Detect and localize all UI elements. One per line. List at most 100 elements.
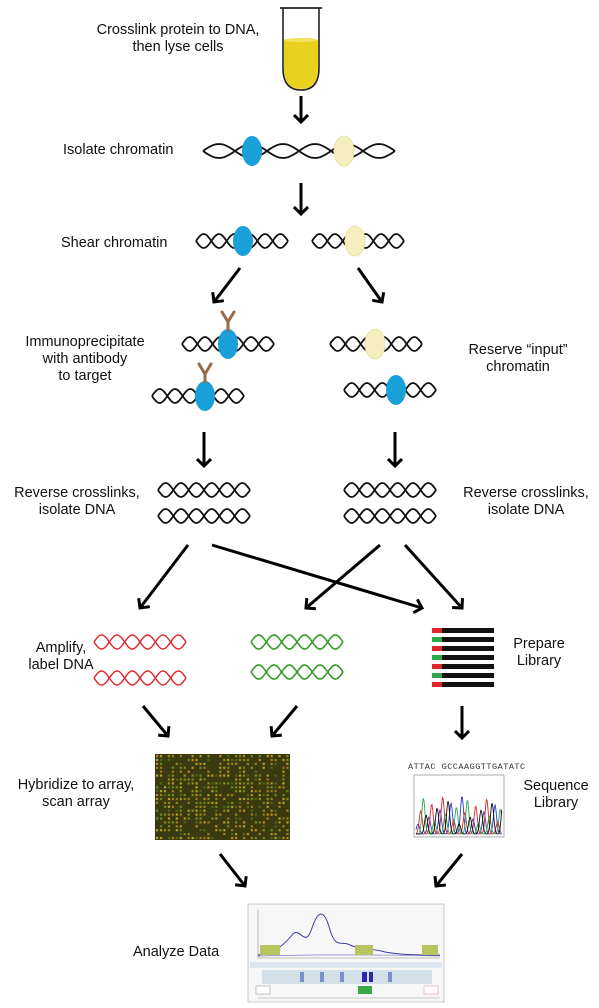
array-spot [167,836,171,840]
amplify-label: Amplify, label DNA [16,640,106,674]
array-spot [195,813,198,816]
array-spot [231,786,234,789]
array-spot [199,755,202,758]
proteins [195,135,406,411]
array-spot [207,794,210,797]
array-spot [183,817,186,820]
array-spot [246,797,250,801]
array-spot [179,805,182,808]
array-spot [246,794,250,797]
data-analysis-plot [247,903,445,1003]
array-spot [179,786,182,789]
array-spot [262,762,265,765]
array-spot [258,782,261,785]
array-spot [219,794,222,797]
array-spot [203,813,206,816]
array-spot [227,825,230,828]
array-spot [207,836,210,840]
array-spot [258,821,261,824]
array-spot [274,774,277,777]
array-spot [270,829,273,832]
array-spot [270,790,273,793]
array-spot [238,801,242,804]
array-spot [286,762,289,765]
array-spot [286,817,289,820]
array-spot [179,766,182,769]
array-spot [219,762,222,765]
array-spot [242,825,246,828]
array-spot [171,778,174,781]
array-spot [235,825,238,828]
array-spot [258,794,261,797]
array-spot [227,794,230,797]
array-spot [231,758,234,762]
array-spot [215,813,218,816]
array-spot [191,794,194,797]
array-spot [203,821,206,824]
array-spot [258,755,261,758]
array-spot [211,774,214,777]
array-spot [274,809,277,812]
array-spot [156,758,159,762]
array-spot [183,766,186,769]
array-spot [270,755,273,758]
array-spot [282,836,285,840]
array-spot [215,790,218,793]
library-adapter [432,673,442,678]
array-spot [242,755,246,758]
reserve-label-line2: chromatin [486,359,550,375]
array-spot [199,836,202,840]
array-spot [171,794,174,797]
array-spot [238,790,242,793]
array-spot [191,782,194,785]
amplify-label-line1: Amplify, [35,640,87,656]
immunoprecipitate-label: Immunoprecipitate with antibody to targe… [10,334,160,385]
array-spot [211,817,214,820]
array-spot [167,758,171,762]
array-spot [223,833,226,836]
array-spot [274,813,277,816]
array-spot [215,805,218,808]
array-spot [215,794,218,797]
other-protein-icon [364,328,386,360]
array-spot [286,755,289,758]
array-spot [171,790,174,793]
library-fragment [432,655,494,660]
array-spot [211,805,214,808]
array-spot [211,836,214,840]
array-spot [171,797,174,801]
dna-strand [157,482,251,498]
array-spot [171,813,174,816]
array-spot [246,782,250,785]
array-spot [171,755,174,758]
array-spot [179,809,182,812]
array-spot [246,833,250,836]
array-spot [282,770,285,773]
array-spot [207,782,210,785]
array-spot [167,805,171,808]
array-spot [191,809,194,812]
array-spot [159,782,163,785]
array-spot [266,755,269,758]
array-spot [199,766,202,769]
array-spot [258,805,261,808]
array-spot [227,766,230,769]
array-spot [175,786,178,789]
array-spot [156,809,159,812]
array-spot [156,755,159,758]
arrow-ip-to-amplify [140,544,190,608]
array-spot [199,794,202,797]
array-spot [191,836,194,840]
antibody-icon [197,310,236,384]
array-spot [183,778,186,781]
array-spot [187,809,190,812]
array-spot [195,797,198,801]
array-spot [231,833,234,836]
array-spot [219,755,222,758]
array-spot [286,829,289,832]
array-spot [179,778,182,781]
reserve-input-label: Reserve “input” chromatin [448,342,588,376]
array-spot [163,813,167,816]
array-spot [238,817,242,820]
library-fragment [432,682,494,687]
